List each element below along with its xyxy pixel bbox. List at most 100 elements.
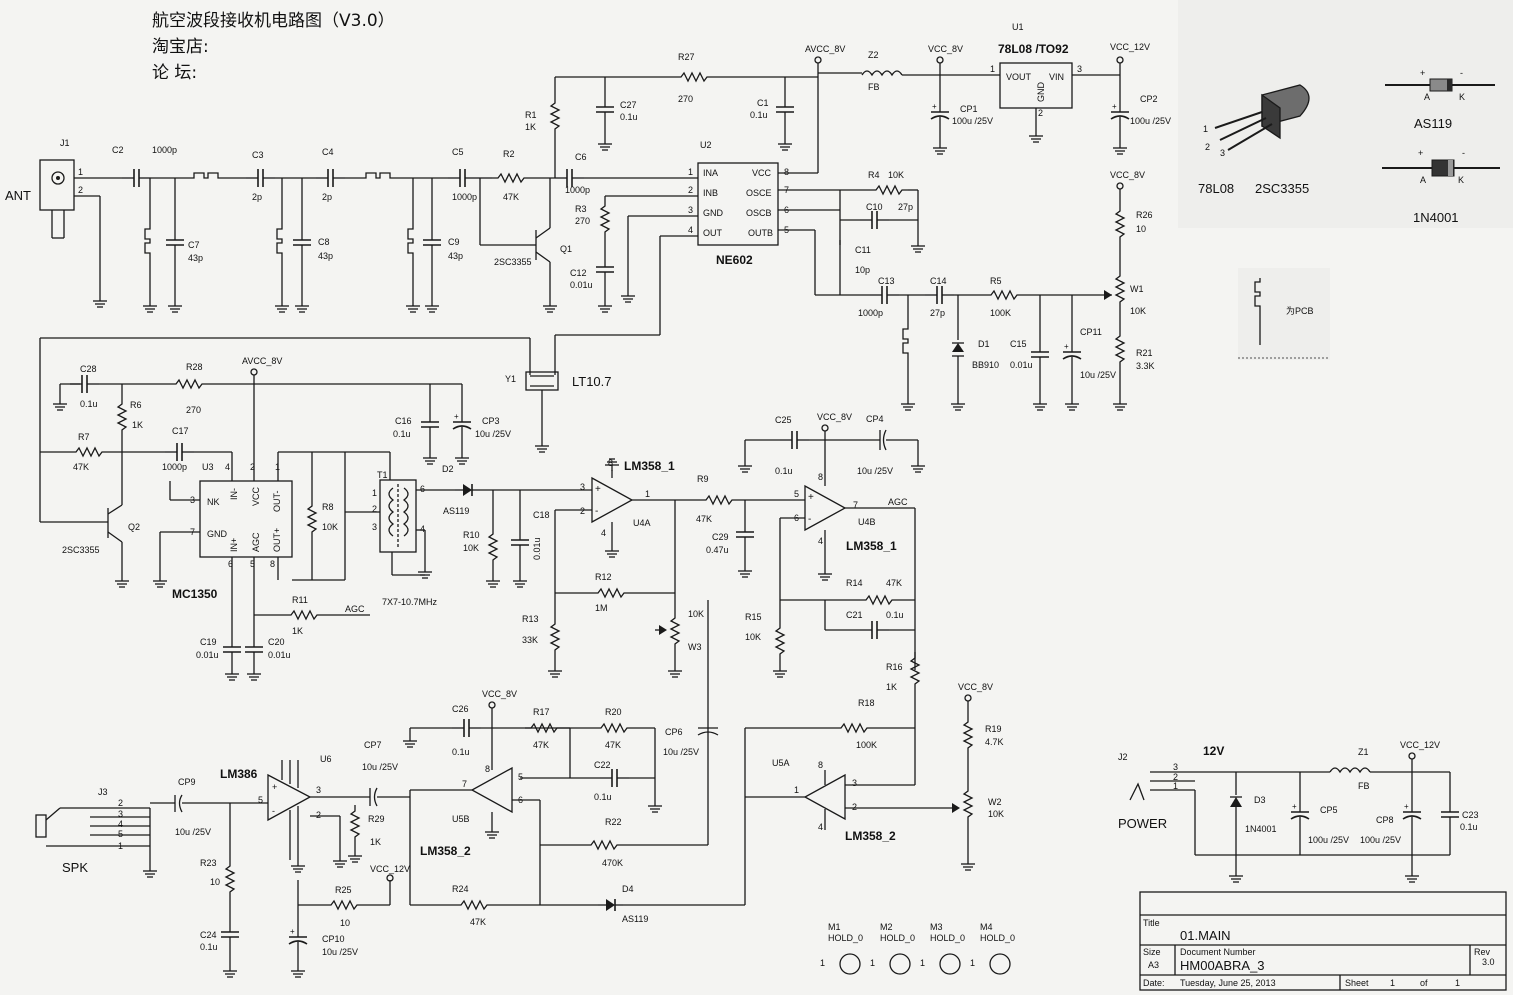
svg-text:POWER: POWER bbox=[1118, 816, 1167, 831]
svg-text:OSCB: OSCB bbox=[746, 208, 772, 218]
svg-text:R22: R22 bbox=[605, 817, 622, 827]
svg-text:0.1u: 0.1u bbox=[1460, 822, 1478, 832]
svg-text:1K: 1K bbox=[525, 122, 536, 132]
svg-text:47K: 47K bbox=[696, 514, 712, 524]
svg-text:R25: R25 bbox=[335, 885, 352, 895]
svg-text:U6: U6 bbox=[320, 754, 332, 764]
svg-text:100u /25V: 100u /25V bbox=[1130, 116, 1171, 126]
svg-text:1: 1 bbox=[920, 958, 925, 968]
svg-text:27p: 27p bbox=[898, 202, 913, 212]
svg-text:10u /25V: 10u /25V bbox=[362, 762, 398, 772]
svg-text:OUTB: OUTB bbox=[748, 228, 773, 238]
svg-text:2: 2 bbox=[1038, 108, 1043, 118]
svg-text:VCC_12V: VCC_12V bbox=[370, 864, 410, 874]
svg-text:10K: 10K bbox=[1130, 306, 1146, 316]
svg-text:+: + bbox=[1418, 148, 1423, 158]
svg-text:1: 1 bbox=[1455, 978, 1460, 988]
svg-text:AVCC_8V: AVCC_8V bbox=[242, 356, 282, 366]
svg-text:U4B: U4B bbox=[858, 517, 876, 527]
svg-text:0.01u: 0.01u bbox=[570, 280, 593, 290]
svg-text:AS119: AS119 bbox=[1414, 116, 1452, 131]
svg-text:R14: R14 bbox=[846, 578, 863, 588]
svg-text:C23: C23 bbox=[1462, 810, 1479, 820]
svg-text:4.7K: 4.7K bbox=[985, 737, 1004, 747]
svg-text:R23: R23 bbox=[200, 858, 217, 868]
svg-text:10u /25V: 10u /25V bbox=[663, 747, 699, 757]
svg-text:2p: 2p bbox=[322, 192, 332, 202]
svg-text:R29: R29 bbox=[368, 814, 385, 824]
svg-text:A: A bbox=[1420, 175, 1426, 185]
svg-text:1K: 1K bbox=[132, 420, 143, 430]
svg-text:10u /25V: 10u /25V bbox=[857, 466, 893, 476]
svg-text:C18: C18 bbox=[533, 510, 550, 520]
svg-text:LM358_2: LM358_2 bbox=[845, 829, 896, 843]
1n4001-diode-icon bbox=[1382, 159, 1500, 177]
svg-text:J3: J3 bbox=[98, 787, 108, 797]
title-block: Title 01.MAIN Size A3 Document Number HM… bbox=[1139, 891, 1507, 991]
svg-text:5: 5 bbox=[118, 829, 123, 839]
svg-text:NK: NK bbox=[207, 497, 220, 507]
svg-text:C21: C21 bbox=[846, 610, 863, 620]
svg-text:270: 270 bbox=[678, 94, 693, 104]
svg-text:CP11: CP11 bbox=[1080, 327, 1102, 337]
svg-text:C17: C17 bbox=[172, 426, 189, 436]
svg-text:100u /25V: 100u /25V bbox=[1360, 835, 1401, 845]
svg-text:CP10: CP10 bbox=[322, 934, 345, 944]
svg-text:J2: J2 bbox=[1118, 752, 1128, 762]
svg-text:4: 4 bbox=[688, 225, 693, 235]
svg-text:43p: 43p bbox=[188, 253, 203, 263]
ic-u6-lm386: + - LM386 U6 5 3 2 bbox=[220, 754, 332, 873]
svg-text:D3: D3 bbox=[1254, 795, 1266, 805]
svg-text:2: 2 bbox=[1205, 142, 1210, 152]
svg-text:4: 4 bbox=[118, 819, 123, 829]
svg-text:LM386: LM386 bbox=[220, 767, 258, 781]
svg-text:1K: 1K bbox=[370, 837, 381, 847]
svg-text:R21: R21 bbox=[1136, 348, 1153, 358]
svg-text:0.1u: 0.1u bbox=[80, 399, 98, 409]
svg-text:VCC: VCC bbox=[752, 168, 772, 178]
svg-text:1: 1 bbox=[372, 488, 377, 498]
svg-text:K: K bbox=[1458, 175, 1464, 185]
svg-text:0.1u: 0.1u bbox=[750, 110, 768, 120]
svg-text:3: 3 bbox=[580, 482, 585, 492]
svg-text:GND: GND bbox=[207, 529, 228, 539]
svg-text:8: 8 bbox=[608, 458, 613, 468]
svg-text:47K: 47K bbox=[503, 192, 519, 202]
svg-text:2: 2 bbox=[688, 185, 693, 195]
svg-text:Title: Title bbox=[1143, 918, 1160, 928]
svg-text:2: 2 bbox=[118, 798, 123, 808]
svg-text:C20: C20 bbox=[268, 637, 285, 647]
svg-text:1000p: 1000p bbox=[452, 192, 477, 202]
svg-text:Tuesday, June 25, 2013: Tuesday, June 25, 2013 bbox=[1180, 978, 1276, 988]
svg-text:10K: 10K bbox=[463, 543, 479, 553]
svg-text:100u /25V: 100u /25V bbox=[1308, 835, 1349, 845]
svg-text:J1: J1 bbox=[60, 138, 70, 148]
svg-text:47K: 47K bbox=[73, 462, 89, 472]
svg-text:R10: R10 bbox=[463, 530, 480, 540]
svg-text:A: A bbox=[1424, 92, 1430, 102]
svg-text:VCC: VCC bbox=[251, 486, 261, 506]
svg-text:33K: 33K bbox=[522, 635, 538, 645]
svg-text:INB: INB bbox=[703, 188, 718, 198]
svg-text:D4: D4 bbox=[622, 884, 634, 894]
svg-text:OSCE: OSCE bbox=[746, 188, 772, 198]
svg-text:LM358_1: LM358_1 bbox=[846, 539, 897, 553]
svg-text:C26: C26 bbox=[452, 704, 469, 714]
svg-text:VCC_12V: VCC_12V bbox=[1400, 740, 1440, 750]
transistor-q1: Q1 2SC3355 bbox=[494, 178, 572, 313]
svg-text:U4A: U4A bbox=[633, 518, 651, 528]
svg-text:HOLD_0: HOLD_0 bbox=[980, 933, 1015, 943]
svg-text:Sheet: Sheet bbox=[1345, 978, 1369, 988]
svg-text:2SC3355: 2SC3355 bbox=[1255, 181, 1309, 196]
svg-text:1: 1 bbox=[820, 958, 825, 968]
svg-text:OUT-: OUT- bbox=[272, 490, 282, 512]
svg-text:AGC: AGC bbox=[251, 532, 261, 552]
svg-text:1000p: 1000p bbox=[565, 185, 590, 195]
svg-text:1N4001: 1N4001 bbox=[1245, 824, 1277, 834]
svg-text:NE602: NE602 bbox=[716, 253, 753, 267]
svg-text:100K: 100K bbox=[856, 740, 877, 750]
svg-text:0.47u: 0.47u bbox=[706, 545, 729, 555]
svg-text:VCC_8V: VCC_8V bbox=[482, 689, 517, 699]
svg-text:R20: R20 bbox=[605, 707, 622, 717]
svg-text:0.01u: 0.01u bbox=[532, 537, 542, 560]
